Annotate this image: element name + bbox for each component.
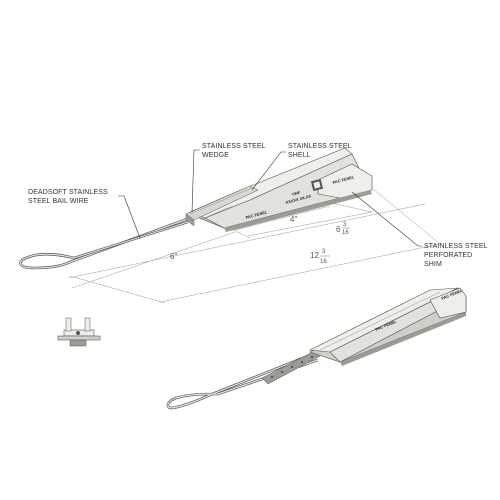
dim-twelve-denominator: 16 — [320, 259, 327, 265]
dim-twelve-numerator: 3 — [322, 249, 326, 255]
leader-lines — [118, 149, 422, 247]
dim-twelve-whole: 12 — [310, 251, 319, 260]
dim-six-three-sixteenths: 6 3 16 — [336, 222, 350, 236]
dim-six-inch: 6" — [170, 252, 177, 261]
callout-bail-wire: DEADSOFT STAINLESS STEEL BAIL WIRE — [28, 189, 108, 205]
wedge-label-line-2: WEDGE — [202, 152, 229, 159]
brand-stamp-2: PAC FENEL — [332, 174, 355, 185]
model-stamp: YWF — [291, 190, 301, 197]
dimension-lines — [67, 187, 441, 304]
shim-label-line-2: PERFORATED — [424, 252, 472, 259]
dim-six-denominator: 16 — [342, 230, 349, 236]
callout-wedge: STAINLESS STEEL WEDGE — [202, 143, 266, 159]
shell-body — [189, 147, 373, 232]
callout-shim: STAINLESS STEEL PERFORATED SHIM — [424, 243, 488, 268]
shell-label-line-1: STAINLESS STEEL — [288, 143, 352, 150]
bail-wire-label-line-1: DEADSOFT STAINLESS — [28, 189, 108, 196]
bail-wire-label-line-2: STEEL BAIL WIRE — [28, 198, 89, 205]
upper-assembly: PAC FENEL PAC FENEL YWF XXXXX XX.XX — [19, 147, 373, 270]
end-view-icon — [57, 317, 101, 347]
brand-stamp-1: PAC FENEL — [245, 209, 268, 220]
dim-twelve-three-sixteenths: 12 3 16 — [310, 249, 330, 265]
bail-wire-loop — [19, 216, 191, 270]
shim-label-line-3: SHIM — [424, 261, 442, 268]
callout-shell: STAINLESS STEEL SHELL — [288, 143, 352, 159]
lower-bail-wire — [166, 350, 319, 410]
dimension-labels: 6" 4" 6 3 16 12 3 16 — [170, 215, 350, 265]
stamp-plate — [310, 178, 324, 192]
shell-label-line-2: SHELL — [288, 152, 311, 159]
lower-shell-body — [308, 287, 467, 366]
wedge — [185, 185, 259, 227]
lower-assembly: PAC FENEL PAC FENEL — [166, 287, 467, 410]
dim-four-inch: 4" — [290, 215, 297, 224]
dim-six-whole: 6 — [336, 225, 341, 234]
shim-label-line-1: STAINLESS STEEL — [424, 243, 488, 250]
wedge-label-line-1: STAINLESS STEEL — [202, 143, 266, 150]
dim-six-numerator: 3 — [343, 222, 347, 228]
code-stamp: XXXXX XX.XX — [285, 193, 312, 205]
